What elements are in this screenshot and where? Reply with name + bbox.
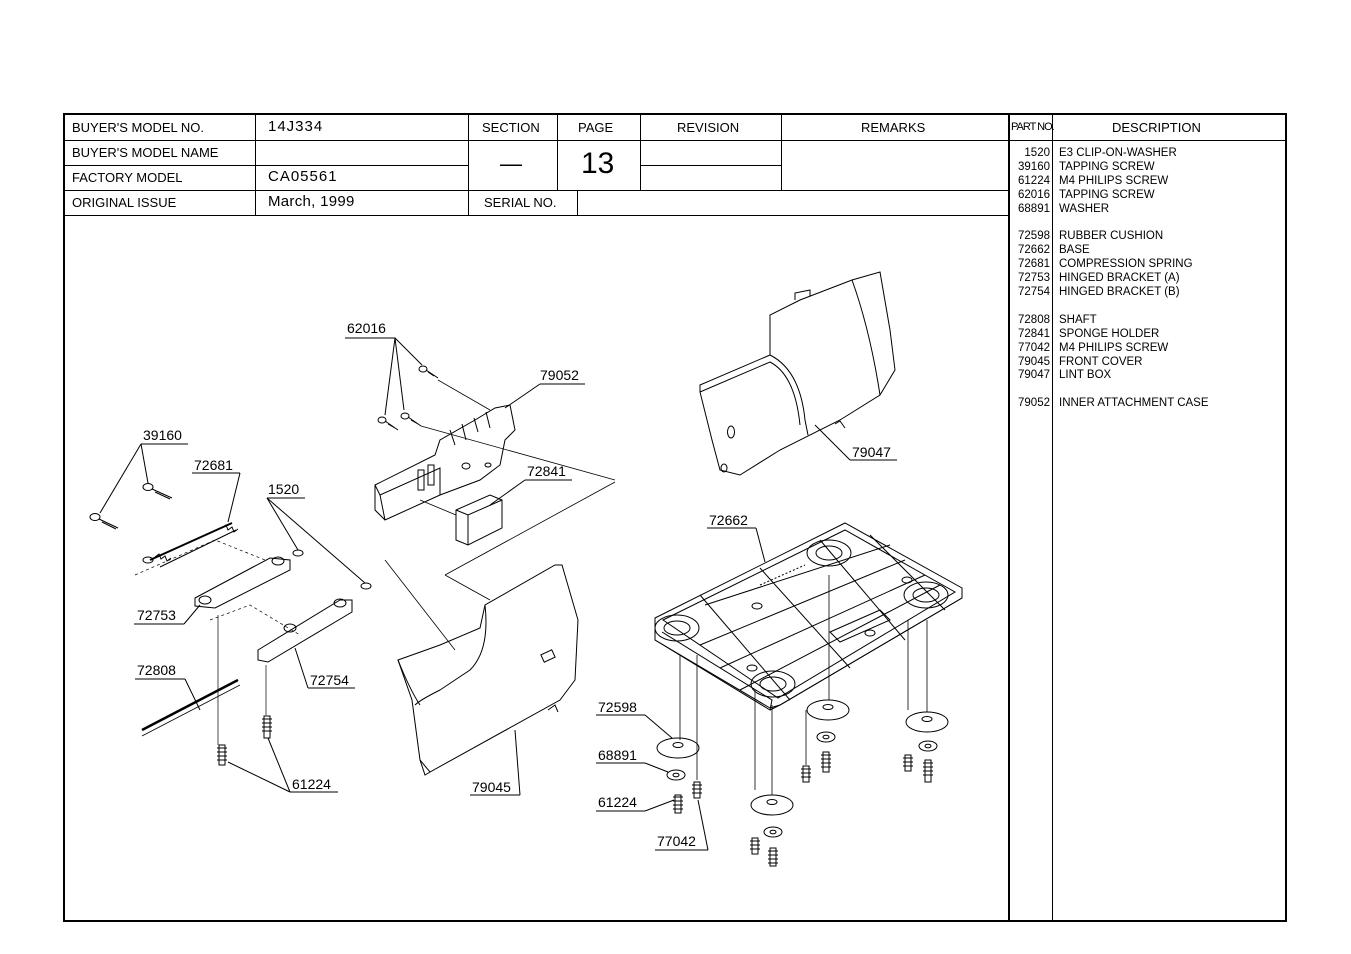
header-line — [63, 140, 1287, 141]
column-divider — [1052, 113, 1053, 922]
callout-61224: 61224 — [292, 776, 331, 792]
base-fasteners-drawing — [656, 575, 949, 867]
hinge-assembly-drawing — [89, 483, 372, 766]
factory-model-value: CA05561 — [268, 168, 338, 185]
callout-72681: 72681 — [194, 457, 233, 473]
part-no-label: PART NO. — [1011, 121, 1055, 133]
inner-attachment-case-drawing — [374, 404, 516, 521]
page-number: 13 — [581, 147, 615, 180]
callout-79045: 79045 — [472, 779, 511, 795]
serial-no-label: SERIAL NO. — [484, 195, 557, 210]
callout-79052: 79052 — [540, 367, 579, 383]
header-line — [640, 113, 641, 190]
header-line — [781, 113, 782, 190]
callout-79047: 79047 — [852, 444, 891, 460]
callout-68891: 68891 — [598, 747, 637, 763]
section-label: SECTION — [482, 120, 540, 135]
callout-72598: 72598 — [598, 699, 637, 715]
callout-62016: 62016 — [347, 320, 386, 336]
header-line — [63, 165, 468, 166]
section-value: — — [500, 151, 522, 176]
callout-72753: 72753 — [137, 607, 176, 623]
sponge-holder-drawing — [419, 494, 503, 546]
front-cover-drawing — [397, 564, 579, 776]
callout-72754: 72754 — [310, 672, 349, 688]
lint-box-drawing — [699, 271, 896, 476]
column-divider — [1008, 113, 1010, 922]
factory-model-label: FACTORY MODEL — [72, 170, 183, 185]
header-line — [640, 165, 781, 166]
revision-label: REVISION — [677, 120, 740, 135]
parts-sheet-frame — [63, 113, 1287, 922]
buyers-model-no-label: BUYER'S MODEL NO. — [72, 120, 205, 135]
leader-lines — [99, 337, 897, 851]
header-line — [63, 215, 1009, 216]
base-drawing — [654, 522, 963, 711]
screws-62016-drawing — [377, 365, 616, 481]
callout-39160: 39160 — [143, 427, 182, 443]
original-issue-label: ORIGINAL ISSUE — [72, 195, 177, 210]
callout-1520: 1520 — [268, 481, 299, 497]
header-line — [557, 113, 558, 190]
header-line — [63, 190, 1009, 191]
callout-72662: 72662 — [709, 512, 748, 528]
header-line — [468, 113, 469, 215]
header-line — [255, 113, 256, 215]
callout-72841: 72841 — [527, 463, 566, 479]
buyers-model-name-label: BUYER'S MODEL NAME — [72, 145, 219, 160]
callout-77042: 77042 — [657, 833, 696, 849]
original-issue-value: March, 1999 — [268, 193, 355, 210]
callout-61224: 61224 — [598, 794, 637, 810]
callout-72808: 72808 — [137, 662, 176, 678]
buyers-model-no-value: 14J334 — [268, 118, 324, 135]
remarks-label: REMARKS — [861, 120, 926, 135]
description-label: DESCRIPTION — [1112, 120, 1201, 135]
header-line — [577, 190, 578, 215]
page-label: PAGE — [578, 120, 614, 135]
